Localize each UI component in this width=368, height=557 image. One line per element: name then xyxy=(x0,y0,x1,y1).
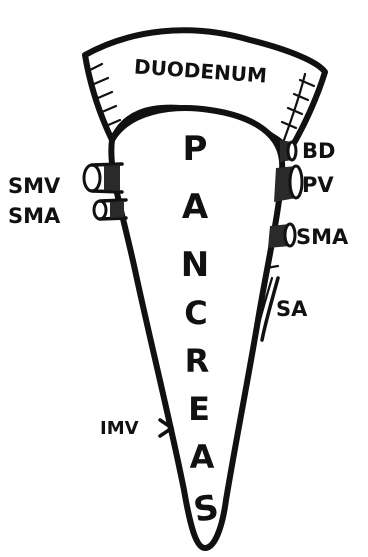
sma-left-label: SMA xyxy=(8,204,61,228)
pv-label: PV xyxy=(302,173,334,197)
pancreas-letter: A xyxy=(182,187,209,227)
bd-label: BD xyxy=(302,139,335,163)
pv-vessel xyxy=(274,166,302,202)
pancreas-letter: E xyxy=(188,390,210,428)
pancreas-letter: A xyxy=(190,438,215,476)
smv-vessel-shading xyxy=(104,165,120,191)
smv-vessel xyxy=(84,164,122,192)
sma-right-vessel-opening xyxy=(285,224,295,246)
imv-label: IMV xyxy=(100,418,139,439)
pv-vessel-opening xyxy=(290,166,302,198)
sma-left-vessel-shading xyxy=(110,201,124,218)
pancreas-letter: R xyxy=(185,342,210,380)
smv-label: SMV xyxy=(8,174,61,198)
sma-right-label: SMA xyxy=(296,225,349,249)
pancreas-letter: C xyxy=(184,294,207,332)
bd-vessel-opening xyxy=(288,142,296,160)
pancreas-letter: P xyxy=(183,129,208,169)
sa-label: SA xyxy=(276,297,308,321)
sma-left-vessel-opening xyxy=(94,201,106,219)
pancreas-letter: N xyxy=(181,245,209,285)
bd-vessel xyxy=(280,140,296,162)
smv-vessel-opening xyxy=(84,165,100,191)
sma-left-vessel xyxy=(94,200,126,219)
